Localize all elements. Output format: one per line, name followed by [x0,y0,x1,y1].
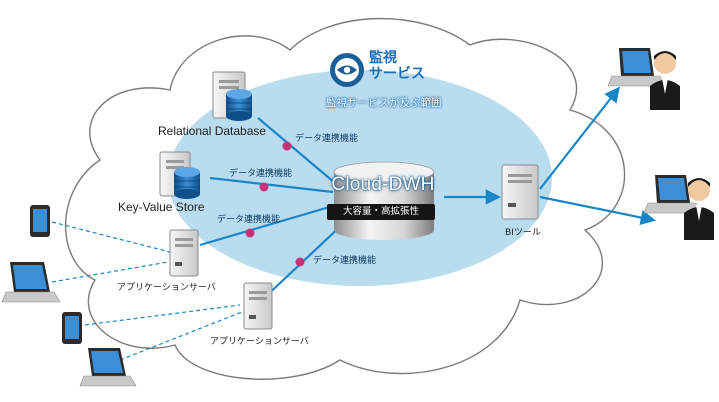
link-label: データ連携機能 [313,256,377,266]
app-server-2-icon [243,282,273,330]
monitoring-title-line2: サービス [369,66,425,82]
monitoring-scope-label: 監視サービスが及ぶ範囲 [326,97,442,109]
relational-db-icon [212,71,252,121]
monitoring-eye-icon [330,53,364,87]
relational-db-label: Relational Database [158,124,267,138]
app-server-1-label: アプリケーションサーバ [117,283,216,293]
link-dot [295,257,305,267]
kv-store-icon [159,151,200,199]
link-label: データ連携機能 [217,215,281,225]
monitoring-title-line1: 監視 [369,50,397,66]
kv-store-label: Key-Value Store [118,200,205,214]
link-dots [245,141,305,267]
link-dot [259,182,269,192]
tablet-icon [62,312,82,344]
laptop-icon [1,262,61,303]
user-with-laptop-icon [643,175,714,240]
device-dashed-links [51,221,243,361]
bi-tool-label: BIツール [505,228,541,238]
laptop-icon [79,348,137,387]
link-label: データ連携機能 [229,169,293,179]
user-with-laptop-icon [607,48,680,110]
bi-tool-server-icon [501,164,539,220]
app-server-2-label: アプリケーションサーバ [210,337,309,347]
app-server-1-icon [169,229,199,277]
tablet-icon [30,205,50,237]
dwh-title: Cloud-DWH [331,174,435,195]
link-label: データ連携機能 [295,134,359,144]
link-dot [282,141,292,151]
link-dot [245,228,255,238]
dwh-subtitle: 大容量・高拡張性 [327,204,435,220]
